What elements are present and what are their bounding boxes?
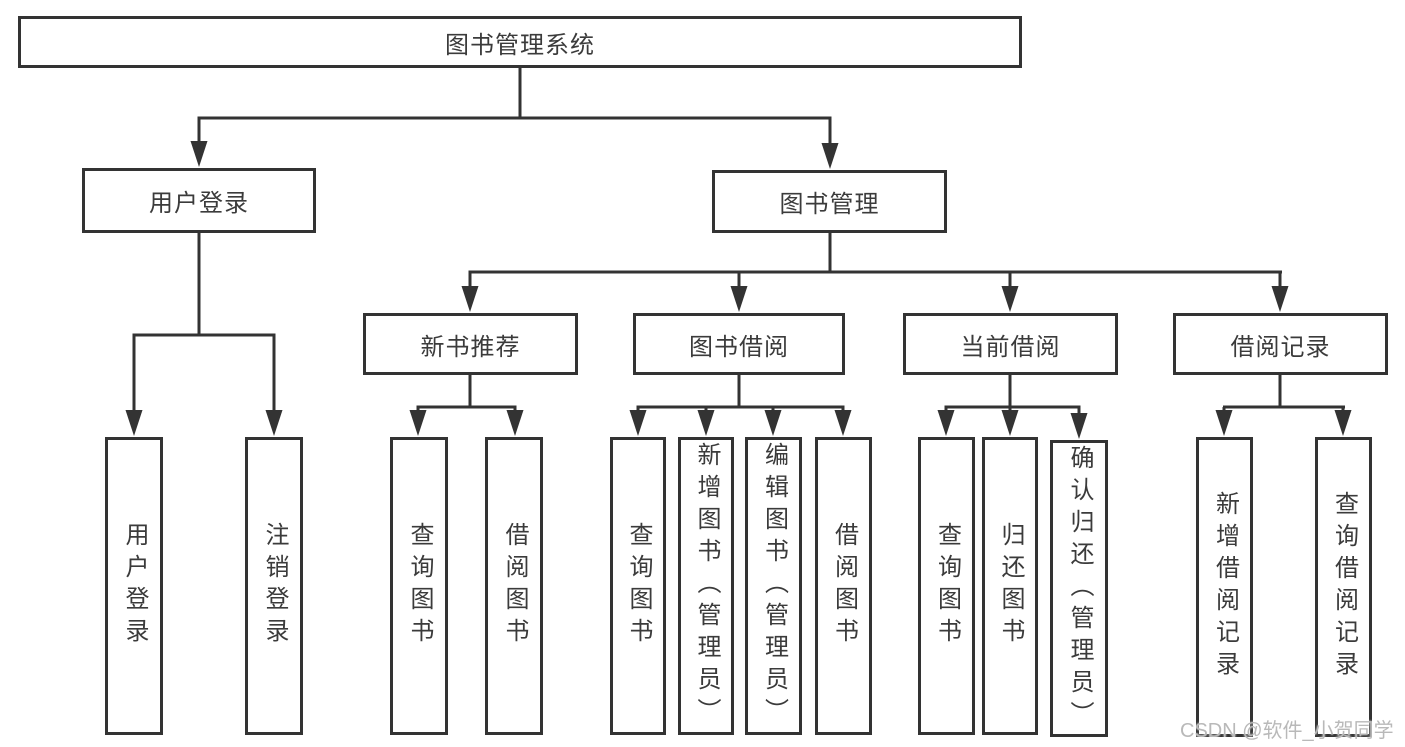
leaf-borrow-books: 借阅图书 (815, 437, 872, 735)
leaf-edit-books-admin: 编辑图书（管理员） (745, 437, 802, 735)
node-borrowing-records: 借阅记录 (1173, 313, 1388, 375)
leaf-logout: 注销登录 (245, 437, 303, 735)
leaf-user-login: 用户登录 (105, 437, 163, 735)
leaf-query-books-recommend: 查询图书 (390, 437, 448, 735)
leaf-query-books-current: 查询图书 (918, 437, 975, 735)
node-book-borrowing: 图书借阅 (633, 313, 845, 375)
leaf-borrow-books-recommend: 借阅图书 (485, 437, 543, 735)
leaf-add-borrow-record: 新增借阅记录 (1196, 437, 1253, 737)
leaf-query-books-borrow: 查询图书 (610, 437, 666, 735)
leaf-return-books: 归还图书 (982, 437, 1038, 735)
leaf-add-books-admin: 新增图书（管理员） (678, 437, 734, 735)
leaf-confirm-return-admin: 确认归还（管理员） (1050, 440, 1108, 737)
node-book-management: 图书管理 (712, 170, 947, 233)
leaf-query-borrow-record: 查询借阅记录 (1315, 437, 1372, 737)
node-new-book-recommend: 新书推荐 (363, 313, 578, 375)
csdn-watermark: CSDN @软件_小贺同学 (1180, 720, 1394, 742)
node-current-borrowing: 当前借阅 (903, 313, 1118, 375)
node-library-system: 图书管理系统 (18, 16, 1022, 68)
node-user-login: 用户登录 (82, 168, 316, 233)
